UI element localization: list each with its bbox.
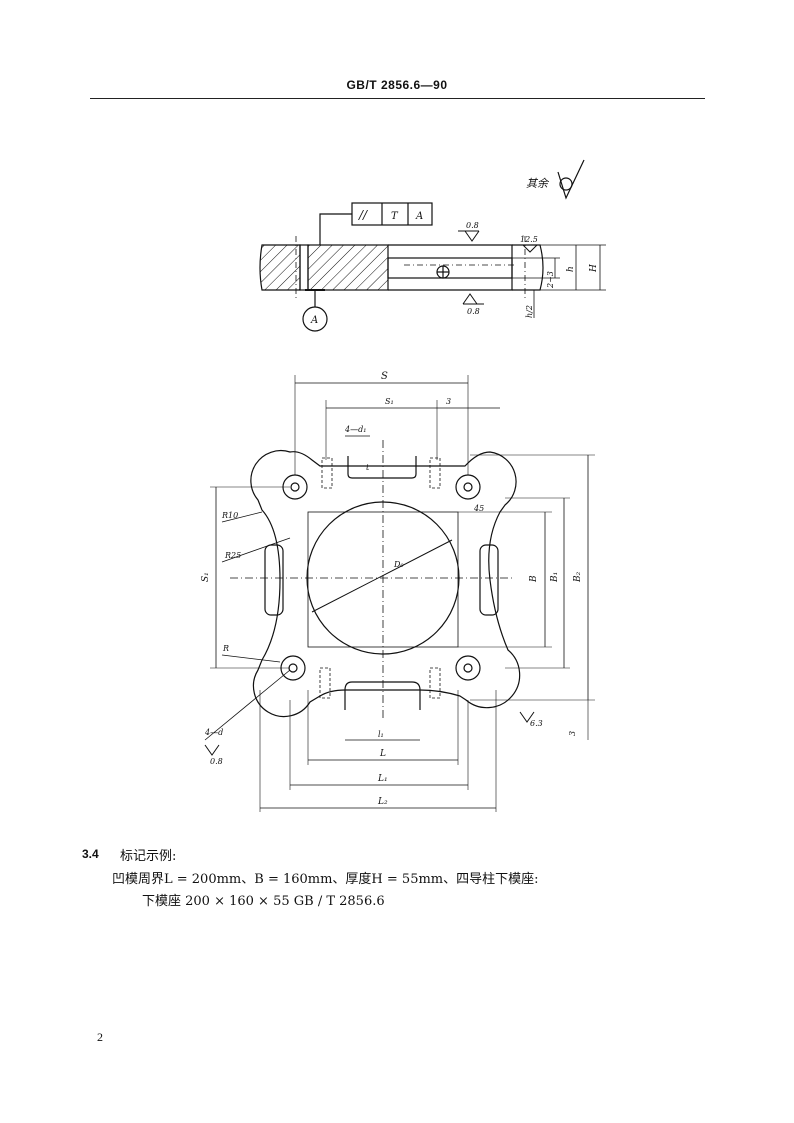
dim-S1-side: S₁ xyxy=(201,572,211,582)
marking-example-line2: 下模座 200 × 160 × 55 GB / T 2856.6 xyxy=(142,894,385,909)
top-slot xyxy=(347,456,417,479)
dim-45: 45 xyxy=(473,504,484,513)
section-left-lug xyxy=(259,244,301,291)
tol-value: T xyxy=(391,211,399,222)
section-slot xyxy=(387,257,513,279)
roughness-note: 其余 xyxy=(526,177,550,190)
technical-drawing: 其余 // T A A 0.8 0.8 12.5 2~3 h H h/2 S S… xyxy=(201,159,606,812)
header-standard-number: GB/T 2856.6—90 xyxy=(346,78,448,92)
rough-bottom-left: 0.8 xyxy=(210,757,223,766)
bottom-slot xyxy=(344,681,421,710)
dim-4-d1: 4—d₁ xyxy=(344,425,366,434)
dim-R: R xyxy=(222,644,229,653)
rough-bottom-right: 6.3 xyxy=(530,719,543,728)
tol-symbol: // xyxy=(358,208,369,222)
datum-label: A xyxy=(310,315,318,326)
section-view xyxy=(259,159,606,332)
marking-example-line1: 凹模周界L = 200mm、B = 160mm、厚度H = 55mm、四导柱下模… xyxy=(112,872,539,887)
dim-3-right: 3 xyxy=(568,731,577,736)
dim-t: t xyxy=(366,463,370,472)
section-right-body xyxy=(388,244,513,291)
roughness-right: 12.5 xyxy=(520,235,538,244)
dim-l1: l₁ xyxy=(378,730,384,739)
dim-B: B xyxy=(529,575,539,583)
dim-3-top: 3 xyxy=(446,397,451,406)
dim-R25: R25 xyxy=(224,551,241,560)
section-title: 标记示例: xyxy=(120,849,177,864)
left-slot xyxy=(264,544,284,616)
dim-4-d: 4—d xyxy=(204,728,223,737)
roughness-top: 0.8 xyxy=(466,221,479,230)
section-number: 3.4 xyxy=(82,847,99,861)
dim-h-half: h/2 xyxy=(525,305,534,318)
section-right-lug xyxy=(512,244,544,291)
section-hatched-body xyxy=(307,244,389,291)
dim-S1-top: S₁ xyxy=(385,397,394,406)
datum-circle xyxy=(302,306,328,332)
base-outline xyxy=(250,449,521,718)
dim-h: h xyxy=(566,266,576,272)
dim-H: H xyxy=(589,264,599,273)
dim-2-3: 2~3 xyxy=(546,271,555,289)
roughness-bottom: 0.8 xyxy=(467,307,480,316)
tol-datum: A xyxy=(415,211,423,222)
dim-B1: B₁ xyxy=(550,572,560,583)
dim-S: S xyxy=(381,371,388,382)
plan-view xyxy=(204,375,595,812)
header-rule xyxy=(90,98,705,99)
guide-hole-tr xyxy=(455,474,481,500)
guide-hole-br xyxy=(455,655,481,681)
page-number: 2 xyxy=(97,1030,103,1044)
tolerance-frame xyxy=(351,202,433,226)
dim-R10: R10 xyxy=(221,511,238,520)
dim-L: L xyxy=(379,749,386,759)
dim-B2: B₂ xyxy=(573,571,583,583)
dim-D0: D₀ xyxy=(393,560,404,569)
section-bore xyxy=(299,244,309,291)
right-slot xyxy=(479,544,499,616)
dim-L1: L₁ xyxy=(377,774,388,784)
dim-L2: L₂ xyxy=(377,797,388,807)
